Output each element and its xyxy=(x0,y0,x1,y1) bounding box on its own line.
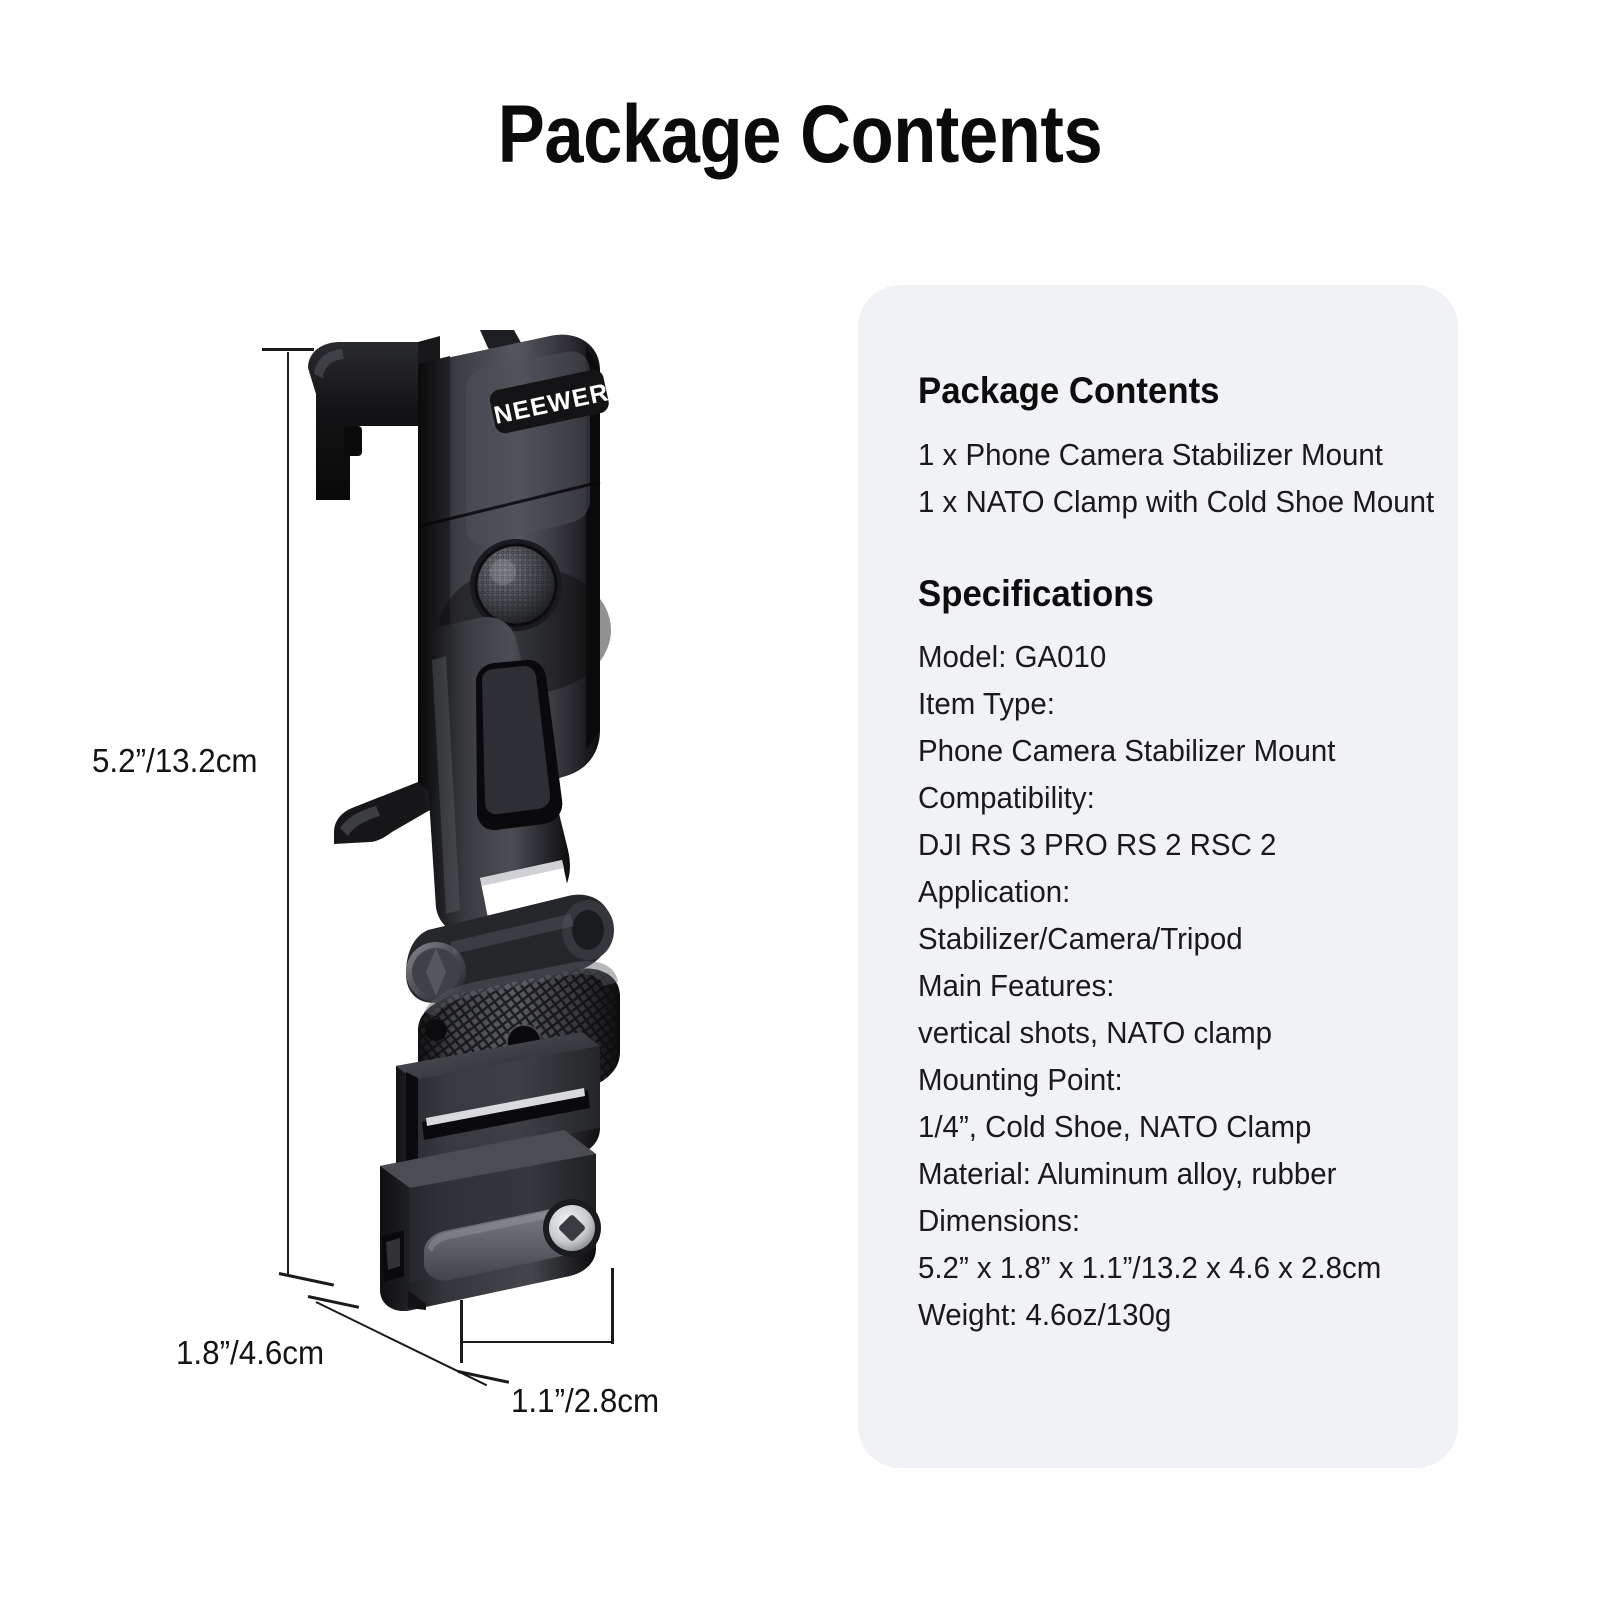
spec-line: Compatibility: xyxy=(918,780,1095,816)
product-image: NEEWER xyxy=(300,330,640,1350)
depth-dimension-label: 1.8”/4.6cm xyxy=(176,1334,325,1371)
spec-line: Stabilizer/Camera/Tripod xyxy=(918,921,1243,957)
width-dimension-tick-right xyxy=(611,1268,614,1344)
package-contents-item: 1 x NATO Clamp with Cold Shoe Mount xyxy=(918,483,1435,519)
spec-line: Weight: 4.6oz/130g xyxy=(918,1297,1172,1333)
height-dimension-line xyxy=(287,352,289,1275)
spec-line: 5.2” x 1.8” x 1.1”/13.2 x 4.6 x 2.8cm xyxy=(918,1250,1382,1286)
height-dimension-label: 5.2”/13.2cm xyxy=(92,742,258,779)
tilt-knob xyxy=(470,539,562,631)
spec-line: Model: GA010 xyxy=(918,639,1107,675)
spec-line: Main Features: xyxy=(918,968,1115,1004)
info-panel: Package Contents 1 x Phone Camera Stabil… xyxy=(858,285,1458,1468)
spec-line: 1/4”, Cold Shoe, NATO Clamp xyxy=(918,1109,1312,1145)
package-contents-list: 1 x Phone Camera Stabilizer Mount 1 x NA… xyxy=(918,431,1434,525)
spec-line: Mounting Point: xyxy=(918,1062,1123,1098)
specifications-list: Model: GA010 Item Type: Phone Camera Sta… xyxy=(918,633,1434,1338)
package-contents-item: 1 x Phone Camera Stabilizer Mount xyxy=(918,436,1383,472)
spec-line: Item Type: xyxy=(918,686,1055,722)
height-dimension-tick-top xyxy=(262,348,314,351)
width-dimension-tick-left xyxy=(460,1300,463,1363)
hinge-assembly xyxy=(406,894,614,1003)
package-contents-heading: Package Contents xyxy=(918,370,1220,411)
spec-line: DJI RS 3 PRO RS 2 RSC 2 xyxy=(918,827,1277,863)
clamp-lower-jaw xyxy=(334,782,430,844)
specifications-heading: Specifications xyxy=(918,572,1154,614)
spec-line: Application: xyxy=(918,874,1071,910)
width-dimension-line xyxy=(461,1341,613,1343)
spec-line: Material: Aluminum alloy, rubber xyxy=(918,1156,1337,1192)
nato-clamp-base xyxy=(380,1130,601,1312)
spec-line: vertical shots, NATO clamp xyxy=(918,1015,1273,1051)
spec-line: Phone Camera Stabilizer Mount xyxy=(918,733,1336,769)
spec-line: Dimensions: xyxy=(918,1203,1081,1239)
page-title: Package Contents xyxy=(497,89,1103,180)
width-dimension-label: 1.1”/2.8cm xyxy=(511,1382,660,1419)
